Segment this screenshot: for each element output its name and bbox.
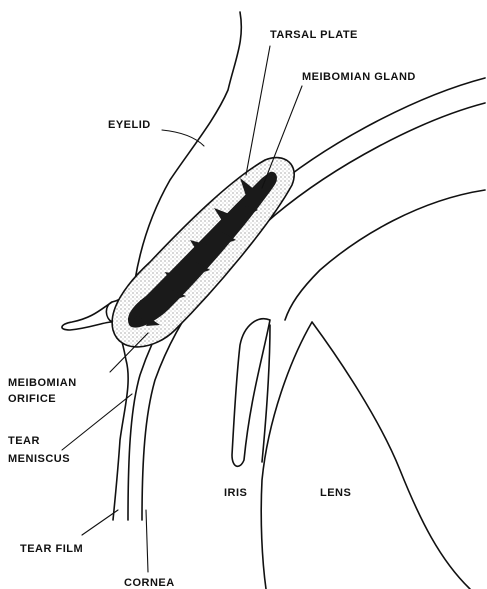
label-cornea: CORNEA (124, 577, 175, 589)
label-iris: IRIS (224, 487, 247, 499)
leader-tarsal-plate (246, 46, 270, 175)
label-lens: LENS (320, 487, 351, 499)
label-eyelid: EYELID (108, 119, 151, 131)
cornea-inner-curve (285, 190, 485, 320)
leader-tear-meniscus (62, 394, 132, 450)
lens-shape (261, 322, 470, 589)
label-meibomian-orifice-line2: ORIFICE (8, 393, 56, 405)
label-tarsal-plate: TARSAL PLATE (270, 29, 358, 41)
label-meibomian-orifice-line1: MEIBOMIAN (8, 377, 77, 389)
label-tear-meniscus-line1: TEAR (8, 435, 40, 447)
iris-inner (262, 325, 270, 462)
meibomian-gland (128, 172, 277, 328)
leader-cornea (146, 510, 148, 572)
meibomian-orifice-notch (62, 302, 112, 330)
label-meibomian-gland: MEIBOMIAN GLAND (302, 71, 416, 83)
label-tear-meniscus-line2: MENISCUS (8, 453, 70, 465)
label-tear-film: TEAR FILM (20, 543, 83, 555)
leader-tear-film (82, 510, 118, 535)
leader-eyelid (162, 130, 204, 146)
